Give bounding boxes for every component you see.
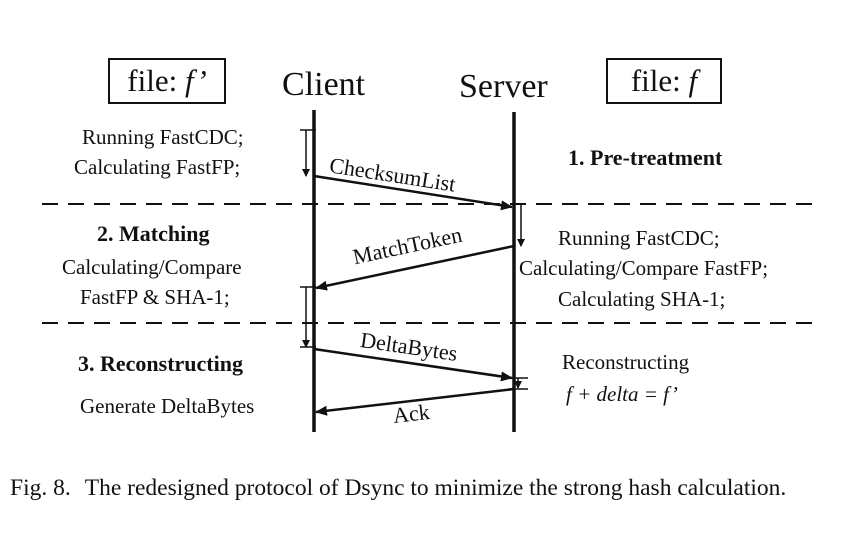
- phase3-title: 3. Reconstructing: [78, 351, 243, 376]
- phase2-server-note-2: Calculating/Compare FastFP;: [519, 256, 769, 280]
- phase2-title: 2. Matching: [97, 221, 210, 246]
- client-file-box: file: f’: [108, 58, 226, 104]
- phase1-title: 1. Pre-treatment: [568, 145, 723, 170]
- ack-label: Ack: [391, 398, 431, 429]
- client-process-bracket-1: [300, 129, 316, 177]
- phase3-server-note-1: Reconstructing: [562, 350, 690, 374]
- phase3-server-note-2: f + delta = f’: [566, 382, 678, 406]
- client-heading: Client: [282, 66, 366, 103]
- deltabytes-arrow: [313, 347, 513, 382]
- client-file-prefix: file:: [127, 63, 178, 98]
- client-process-bracket-2: [300, 286, 316, 348]
- phase2-server-note-3: Calculating SHA-1;: [558, 287, 726, 311]
- server-heading: Server: [459, 68, 548, 105]
- caption-text: The redesigned protocol of Dsync to mini…: [84, 475, 787, 501]
- caption-label: Fig. 8.: [10, 475, 71, 501]
- phase2-client-note-2: FastFP & SHA-1;: [80, 285, 230, 309]
- server-file-box: file: f: [606, 58, 722, 104]
- server-process-bracket-3: [508, 377, 528, 390]
- phase1-client-note-1: Running FastCDC;: [82, 125, 244, 149]
- client-file-name: f’: [184, 63, 207, 98]
- phase1-client-note-2: Calculating FastFP;: [74, 155, 241, 179]
- matchtoken-arrow: [315, 244, 515, 291]
- server-file-name: f: [688, 63, 698, 98]
- phase2-server-note-1: Running FastCDC;: [558, 226, 720, 250]
- ack-arrow: [315, 387, 515, 416]
- checksumlist-arrow: [313, 174, 513, 211]
- figure-caption: Fig. 8. The redesigned protocol of Dsync …: [10, 474, 853, 503]
- server-file-prefix: file:: [630, 63, 681, 98]
- phase2-client-note-1: Calculating/Compare: [62, 255, 242, 279]
- phase3-client-note-1: Generate DeltaBytes: [80, 394, 255, 418]
